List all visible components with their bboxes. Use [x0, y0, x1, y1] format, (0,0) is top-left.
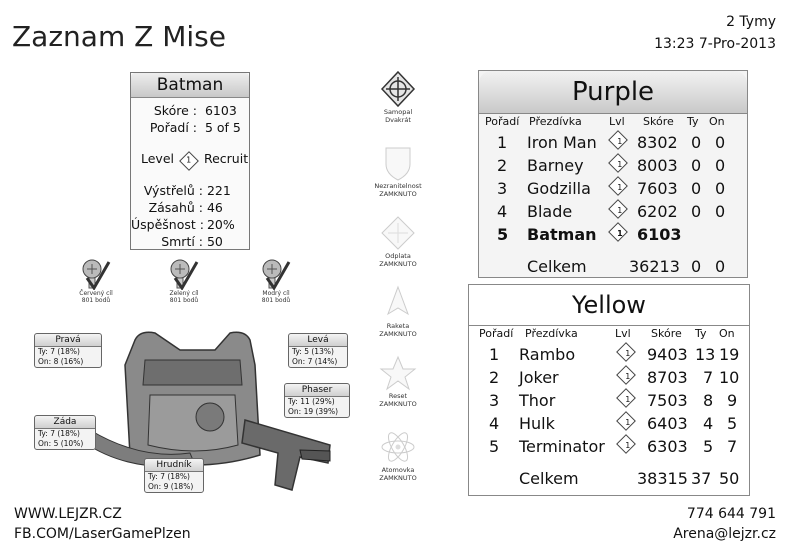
website-link[interactable]: WWW.LEJZR.CZ: [14, 506, 122, 522]
target-blue: Modrý cíl 801 bodů: [256, 256, 296, 304]
col-header-lvl: Lvl: [615, 327, 631, 340]
player-card: Batman Skóre : 6103 Pořadí : 5 of 5 Leve…: [130, 72, 250, 250]
team-yellow-table: Yellow Pořadí Přezdívka Lvl Skóre Ty On …: [468, 284, 750, 496]
zone-phaser: Phaser Ty: 11 (29%) On: 19 (39%): [284, 383, 350, 418]
rank-badge-icon: 1: [616, 365, 636, 385]
col-header-rank: Pořadí: [479, 327, 514, 340]
col-header-score: Skóre: [643, 115, 674, 128]
player-level-name: Recruit: [203, 151, 249, 166]
col-header-rank: Pořadí: [485, 115, 520, 128]
phone-number: 774 644 791: [686, 506, 776, 522]
player-stat-row: Smrtí : 50: [161, 234, 223, 249]
team-total-row: Celkem 36213 0 0: [527, 257, 726, 276]
team-total-row: Celkem 38315 37 50: [519, 469, 740, 488]
rank-badge-icon: 1: [608, 130, 628, 150]
col-header-lvl: Lvl: [609, 115, 625, 128]
player-rank-row: Pořadí : 5 of 5: [149, 120, 241, 135]
table-row: 3 Godzilla 1 7603 0 0: [479, 176, 747, 199]
zone-hrudnik: Hrudník Ty: 7 (18%) On: 9 (18%): [144, 458, 204, 493]
atom-icon: [378, 428, 418, 466]
retaliation-icon: [378, 214, 418, 252]
weapon-reset: Reset ZAMKNUTO: [368, 354, 428, 408]
shield-icon: [378, 144, 418, 182]
player-score-row: Skóre : 6103: [153, 103, 237, 118]
table-row: 3 Thor 1 7503 8 9: [469, 388, 749, 411]
footer-right: 774 644 791 Arena@lejzr.cz: [673, 504, 776, 544]
team-purple-name: Purple: [479, 71, 747, 114]
col-header-on: On: [709, 115, 725, 128]
col-header-nick: Přezdívka: [529, 115, 582, 128]
page-title: Zaznam Z Mise: [12, 20, 226, 53]
rank-badge-icon: 1: [608, 222, 628, 242]
rank-badge-icon: 1: [616, 342, 636, 362]
weapon-samopal: Samopal Dvakrát: [368, 70, 428, 124]
table-row: 2 Barney 1 8003 0 0: [479, 153, 747, 176]
facebook-link[interactable]: FB.COM/LaserGamePlzen: [14, 526, 191, 542]
target-check-icon: [167, 256, 201, 291]
rank-badge-icon: 1: [616, 434, 636, 454]
rank-badge-icon: 1: [616, 411, 636, 431]
target-check-icon: [79, 256, 113, 291]
weapon-atomovka: Atomovka ZAMKNUTO: [368, 428, 428, 482]
col-header-ty: Ty: [695, 327, 707, 340]
table-row-current-player: 5 Batman 1 6103: [479, 222, 747, 245]
email-link[interactable]: Arena@lejzr.cz: [673, 526, 776, 542]
table-row: 1 Rambo 1 9403 13 19: [469, 342, 749, 365]
rank-badge-icon: 1: [616, 388, 636, 408]
crosshair-icon: [378, 70, 418, 108]
team-yellow-name: Yellow: [469, 285, 749, 325]
player-name: Batman: [131, 73, 249, 98]
player-stat-row: Výstřelů : 221: [143, 183, 231, 198]
table-row: 2 Joker 1 8703 7 10: [469, 365, 749, 388]
target-red: Červený cíl 801 bodů: [76, 256, 116, 304]
vest-icon: [84, 331, 331, 491]
rank-badge-icon: 1: [608, 153, 628, 173]
player-stat-row: Zásahů : 46: [148, 200, 223, 215]
weapon-odplata: Odplata ZAMKNUTO: [368, 214, 428, 268]
player-rank: 5 of 5: [204, 120, 241, 135]
mission-datetime: 13:23 7-Pro-2013: [654, 36, 776, 52]
col-header-on: On: [719, 327, 735, 340]
table-row: 4 Blade 1 6202 0 0: [479, 199, 747, 222]
col-header-ty: Ty: [687, 115, 699, 128]
rank-badge-icon: 1: [608, 199, 628, 219]
weapon-raketa: Raketa ZAMKNUTO: [368, 284, 428, 338]
player-level-row: Level 1 Recruit: [141, 151, 249, 171]
col-header-nick: Přezdívka: [525, 327, 578, 340]
team-purple-table: Purple Pořadí Přezdívka Lvl Skóre Ty On …: [478, 70, 748, 278]
table-row: 1 Iron Man 1 8302 0 0: [479, 130, 747, 153]
rank-badge-icon: 1: [608, 176, 628, 196]
zone-prava: Pravá Ty: 7 (18%) On: 8 (16%): [34, 333, 102, 368]
target-green: Zelený cíl 801 bodů: [164, 256, 204, 304]
player-score: 6103: [204, 103, 237, 118]
table-row: 5 Terminator 1 6303 5 7: [469, 434, 749, 457]
target-check-icon: [259, 256, 293, 291]
star-icon: [378, 354, 418, 392]
zone-zada: Záda Ty: 7 (18%) On: 5 (10%): [34, 415, 96, 450]
rocket-icon: [378, 284, 418, 322]
vest-diagram: Pravá Ty: 7 (18%) On: 8 (16%) Levá Ty: 5…: [30, 325, 350, 495]
rank-badge-icon: 1: [179, 151, 199, 171]
player-stat-row: Úspěšnost : 20%: [131, 217, 235, 232]
col-header-score: Skóre: [651, 327, 682, 340]
weapon-nezranitelnost: Nezranitelnost ZAMKNUTO: [368, 144, 428, 198]
teams-count: 2 Tymy: [726, 14, 776, 30]
footer-left: WWW.LEJZR.CZ FB.COM/LaserGamePlzen: [14, 504, 191, 544]
table-row: 4 Hulk 1 6403 4 5: [469, 411, 749, 434]
zone-leva: Levá Ty: 5 (13%) On: 7 (14%): [288, 333, 348, 368]
